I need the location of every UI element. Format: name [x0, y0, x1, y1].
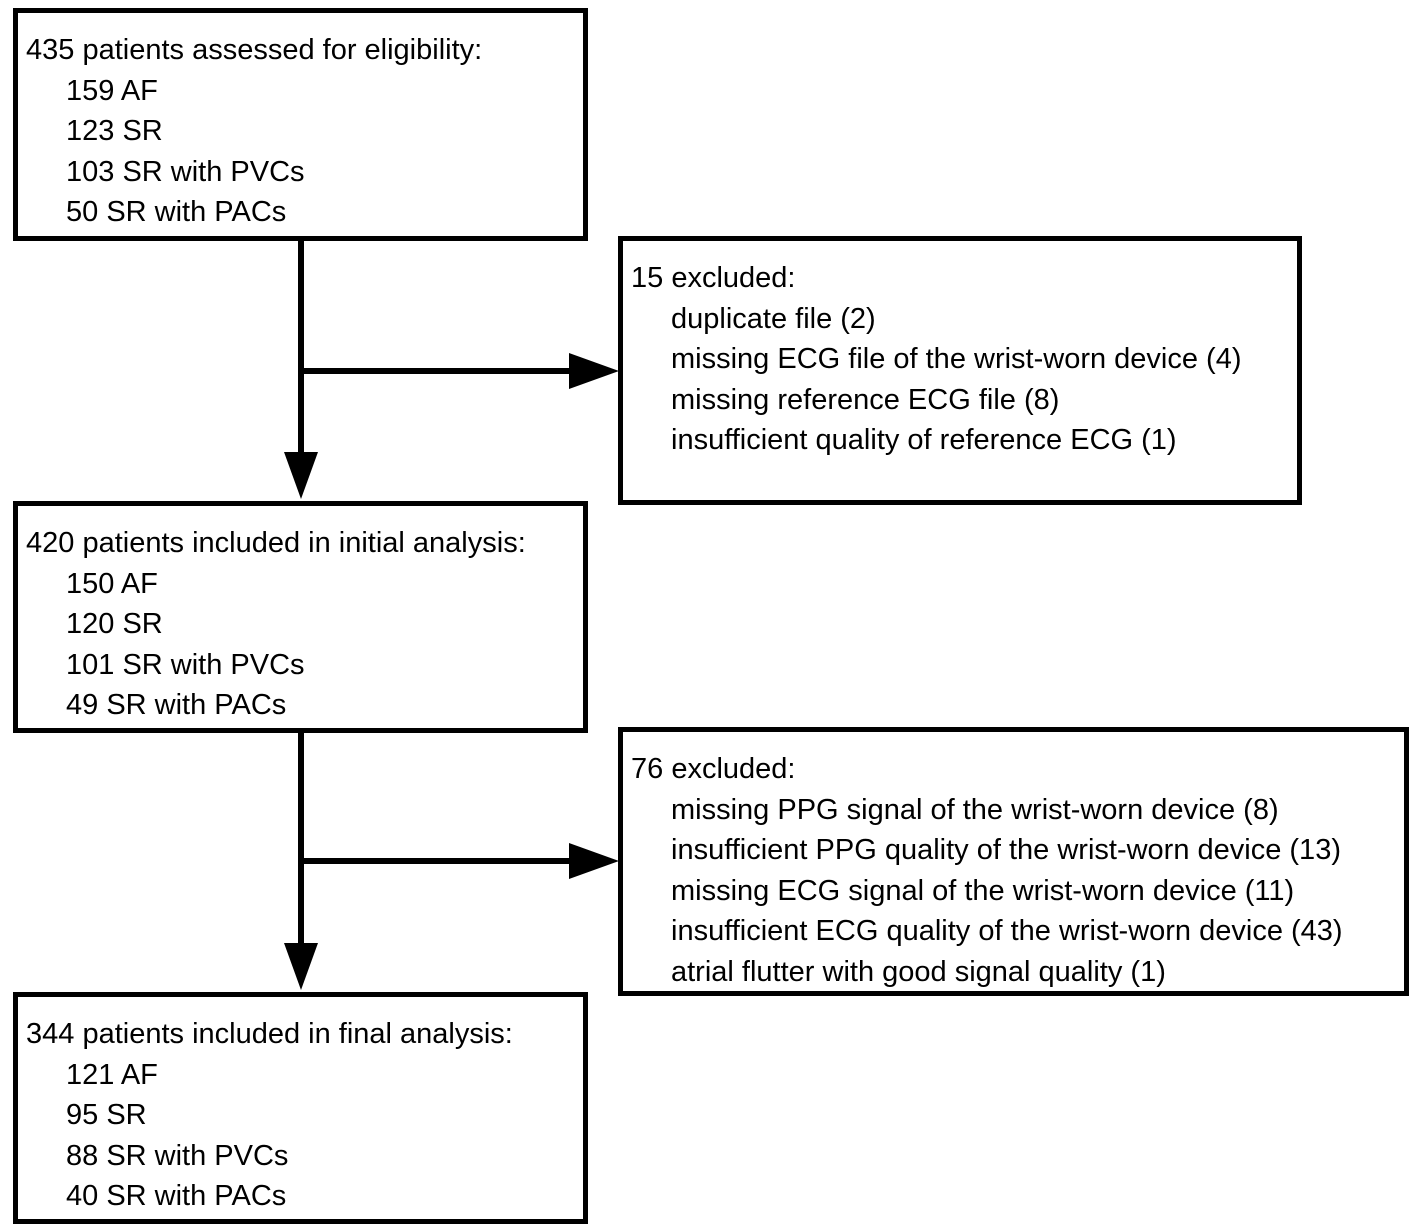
- excluded-2-list: missing PPG signal of the wrist-worn dev…: [631, 790, 1404, 993]
- list-item: 95 SR: [66, 1099, 147, 1131]
- list-item: missing ECG signal of the wrist-worn dev…: [671, 874, 1295, 907]
- arrowhead-to-final: [284, 943, 318, 990]
- arrowhead-to-excluded-2: [569, 843, 619, 879]
- list-item: duplicate file (2): [671, 302, 876, 335]
- arrowhead-to-excluded-1: [569, 353, 619, 389]
- list-item: insufficient quality of reference ECG (1…: [671, 424, 1177, 456]
- list-item: atrial flutter with good signal quality …: [671, 955, 1166, 988]
- final-analysis-box: 344 patients included in final analysis:…: [13, 992, 588, 1224]
- final-heading: 344 patients included in final analysis:: [26, 1018, 513, 1050]
- list-item: 49 SR with PACs: [66, 689, 287, 721]
- initial-heading: 420 patients included in initial analysi…: [26, 527, 526, 559]
- list-item: 150 AF: [66, 567, 158, 600]
- final-list: 121 AF 95 SR 88 SR with PVCs 40 SR with …: [26, 1055, 583, 1217]
- initial-analysis-box: 420 patients included in initial analysi…: [13, 501, 588, 733]
- list-item: missing ECG file of the wrist-worn devic…: [671, 343, 1242, 375]
- arrowhead-to-initial: [284, 452, 318, 499]
- list-item: 103 SR with PVCs: [66, 155, 305, 188]
- list-item: 101 SR with PVCs: [66, 648, 305, 681]
- list-item: insufficient ECG quality of the wrist-wo…: [671, 915, 1343, 947]
- list-item: 121 AF: [66, 1058, 158, 1091]
- list-item: 123 SR: [66, 115, 163, 147]
- list-item: missing reference ECG file (8): [671, 383, 1060, 416]
- initial-list: 150 AF 120 SR 101 SR with PVCs 49 SR wit…: [26, 564, 583, 726]
- excluded-2-heading: 76 excluded:: [631, 753, 796, 785]
- list-item: 159 AF: [66, 74, 158, 107]
- assessed-heading: 435 patients assessed for eligibility:: [26, 34, 483, 66]
- assessed-list: 159 AF 123 SR 103 SR with PVCs 50 SR wit…: [26, 71, 583, 233]
- list-item: 50 SR with PACs: [66, 196, 287, 228]
- list-item: 40 SR with PACs: [66, 1180, 287, 1212]
- excluded-1-heading: 15 excluded:: [631, 262, 796, 294]
- list-item: insufficient PPG quality of the wrist-wo…: [671, 834, 1341, 866]
- list-item: 120 SR: [66, 608, 163, 640]
- list-item: missing PPG signal of the wrist-worn dev…: [671, 793, 1279, 826]
- excluded-box-1: 15 excluded: duplicate file (2) missing …: [618, 236, 1302, 505]
- excluded-box-2: 76 excluded: missing PPG signal of the w…: [618, 727, 1409, 996]
- assessed-box: 435 patients assessed for eligibility: 1…: [13, 8, 588, 241]
- excluded-1-list: duplicate file (2) missing ECG file of t…: [631, 299, 1297, 461]
- list-item: 88 SR with PVCs: [66, 1139, 289, 1172]
